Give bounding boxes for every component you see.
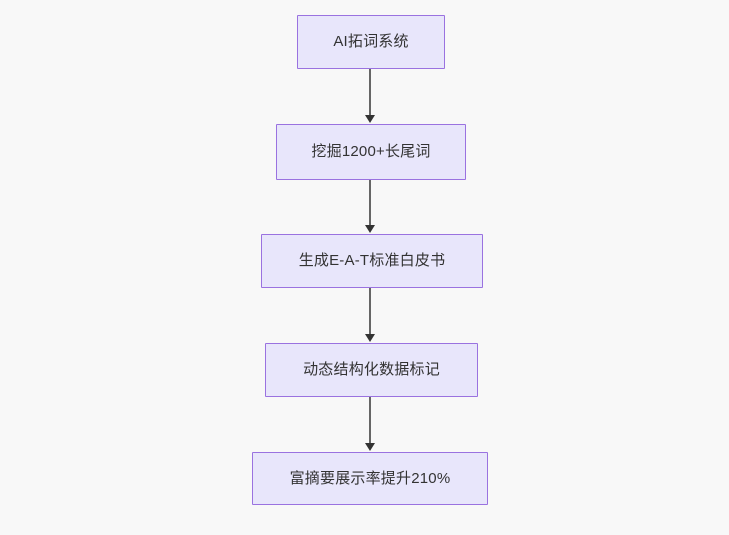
flow-node-label: 生成E-A-T标准白皮书 [298,252,446,269]
flow-node-label: 动态结构化数据标记 [303,361,440,378]
connector-line-3 [369,288,371,335]
connector-line-4 [369,397,371,444]
flow-node-label: 挖掘1200+长尾词 [311,143,431,160]
flow-node-rich-snippet-rate-increase[interactable]: 富摘要展示率提升210% [252,452,488,505]
arrowhead-icon-1 [364,115,375,123]
flow-node-label: AI拓词系统 [333,33,409,50]
connector-line-2 [369,180,371,226]
connector-line-1 [369,69,371,116]
arrowhead-icon-2 [364,225,375,233]
flow-node-label: 富摘要展示率提升210% [289,469,451,487]
flow-node-generate-eat-whitepaper[interactable]: 生成E-A-T标准白皮书 [261,234,483,288]
arrowhead-icon-3 [364,334,375,342]
flow-node-ai-keyword-system[interactable]: AI拓词系统 [297,15,445,69]
flow-node-mine-longtail-keywords[interactable]: 挖掘1200+长尾词 [276,124,466,180]
flow-node-dynamic-structured-data-markup[interactable]: 动态结构化数据标记 [265,343,478,397]
arrowhead-icon-4 [364,443,375,451]
